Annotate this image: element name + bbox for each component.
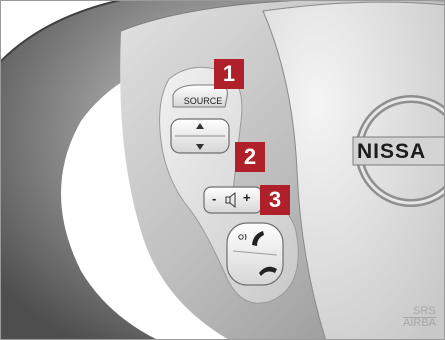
callout-1: 1 [214,59,244,89]
srs-label: SRS [403,306,436,317]
volume-plus-label[interactable]: + [243,190,251,205]
airbag-label: AIRBA [403,317,436,329]
nissan-logo-text: NISSA [357,140,426,164]
callout-2: 2 [235,142,265,172]
source-button[interactable]: SOURCE [179,96,227,106]
callout-3: 3 [260,185,290,215]
phone-button-pad[interactable] [227,223,283,285]
srs-airbag-label: SRS AIRBA [403,306,436,329]
volume-minus-label[interactable]: - [212,191,216,206]
